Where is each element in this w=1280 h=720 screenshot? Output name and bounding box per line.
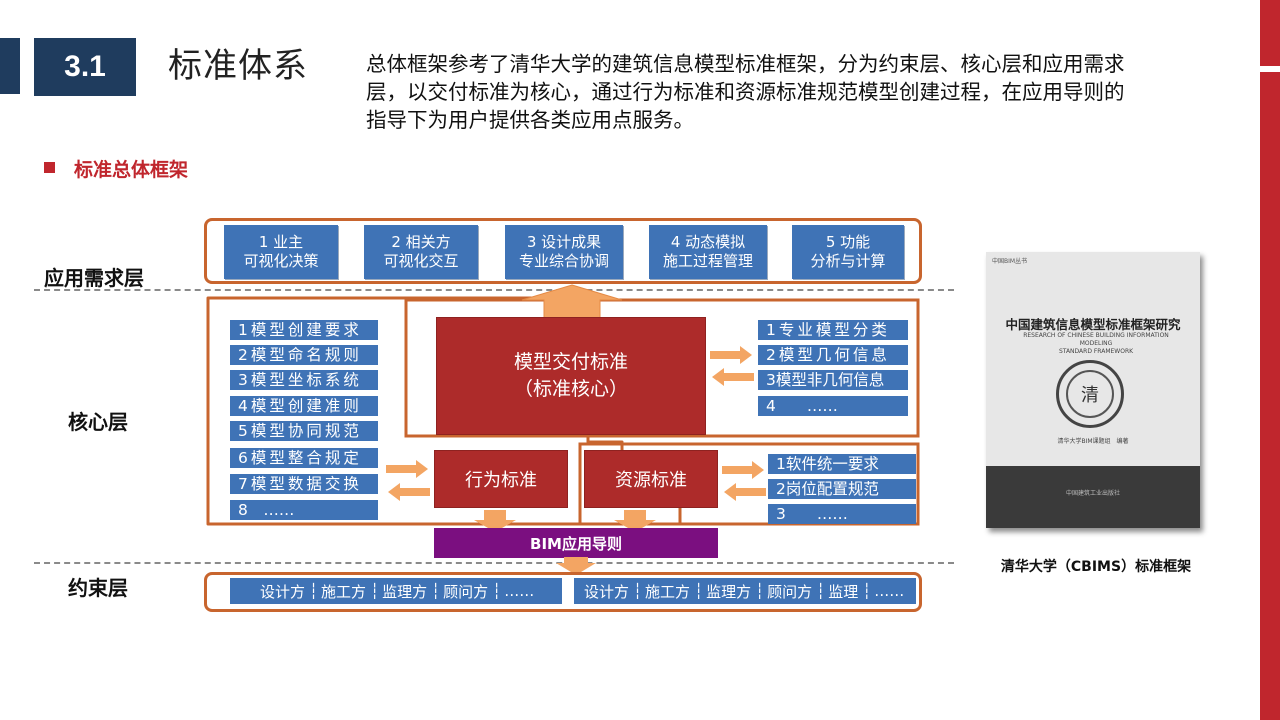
delivery-item: 4 …… <box>758 396 908 416</box>
down-arrow-icon <box>474 510 516 532</box>
left-arrow-icon <box>712 368 754 386</box>
divider-application-core <box>34 289 954 291</box>
right-arrow-icon <box>710 346 752 364</box>
constraint-cell: 顾问方 <box>767 582 813 601</box>
book-author: 清华大学BIM课题组 编著 <box>1057 438 1129 445</box>
intro-paragraph: 总体框架参考了清华大学的建筑信息模型标准框架，分为约束层、核心层和应用需求层，以… <box>366 52 1125 132</box>
application-item: 5 功能 分析与计算 <box>792 225 904 279</box>
behavior-item: 4模型创建准则 <box>230 396 378 416</box>
section-number: 3.1 <box>34 38 136 96</box>
divider-core-constraint <box>34 562 954 564</box>
constraint-cell: 施工方 <box>645 582 691 601</box>
application-item: 2 相关方 可视化交互 <box>364 225 478 279</box>
book-title: 中国建筑信息模型标准框架研究 <box>1005 317 1181 332</box>
delivery-standard-subtitle: （标准核心） <box>513 378 628 400</box>
constraint-bar-left: 设计方┆ 施工方┆ 监理方┆ 顾问方┆ …… <box>230 578 562 604</box>
resource-item: 2岗位配置规范 <box>768 479 916 499</box>
resource-item: 1软件统一要求 <box>768 454 916 474</box>
constraint-cell: …… <box>504 582 535 600</box>
book-subtitle: RESEARCH OF CHINESE BUILDING INFORMATION… <box>1023 332 1169 355</box>
separator: ┆ <box>431 582 440 600</box>
behavior-item: 6模型整合规定 <box>230 448 378 468</box>
separator: ┆ <box>755 582 764 600</box>
layer-label-constraint: 约束层 <box>68 576 128 600</box>
delivery-standard-title: 模型交付标准 <box>513 351 628 373</box>
constraint-cell: 监理方 <box>382 582 428 601</box>
book-series-label: 中国BIM丛书 <box>992 258 1028 265</box>
constraint-cell: 施工方 <box>321 582 367 601</box>
constraint-cell: 监理 <box>828 582 859 601</box>
behavior-item: 7模型数据交换 <box>230 474 378 494</box>
constraint-cell: …… <box>874 582 905 600</box>
separator: ┆ <box>309 582 318 600</box>
separator: ┆ <box>633 582 642 600</box>
book-publisher: 中国建筑工业出版社 <box>1065 490 1120 497</box>
constraint-bar-right: 设计方┆ 施工方┆ 监理方┆ 顾问方┆ 监理┆ …… <box>574 578 916 604</box>
constraint-cell: 设计方 <box>584 582 630 601</box>
right-accent-bar-top <box>1260 0 1280 66</box>
constraint-cell: 监理方 <box>706 582 752 601</box>
application-item: 1 业主 可视化决策 <box>224 225 338 279</box>
left-accent-bar <box>0 38 20 94</box>
application-item: 4 动态模拟 施工过程管理 <box>649 225 767 279</box>
down-arrow-icon <box>556 557 596 575</box>
resource-item: 3 …… <box>768 504 916 524</box>
left-arrow-icon <box>388 483 430 501</box>
left-arrow-icon <box>724 483 766 501</box>
right-arrow-icon <box>722 461 764 479</box>
behavior-item: 8 …… <box>230 500 378 520</box>
separator: ┆ <box>862 582 871 600</box>
section-title: 标准体系 <box>168 46 308 86</box>
behavior-item: 1模型创建要求 <box>230 320 378 340</box>
up-arrow-icon <box>521 284 623 319</box>
square-bullet-icon <box>44 162 55 173</box>
delivery-item: 2模型几何信息 <box>758 345 908 365</box>
delivery-standard-box: 模型交付标准 （标准核心） <box>436 317 706 435</box>
university-seal-icon: 清 <box>1056 360 1124 428</box>
seal-center: 清 <box>1066 370 1114 418</box>
right-accent-bar <box>1260 72 1280 720</box>
book-caption: 清华大学（CBIMS）标准框架 <box>1000 559 1192 575</box>
book-cover-bottom: 中国建筑工业出版社 <box>986 466 1200 528</box>
book-cover-image: 中国BIM丛书 中国建筑信息模型标准框架研究 RESEARCH OF CHINE… <box>986 252 1200 528</box>
right-arrow-icon <box>386 460 428 478</box>
behavior-item: 2模型命名规则 <box>230 345 378 365</box>
layer-label-application: 应用需求层 <box>44 266 144 290</box>
behavior-item: 5模型协同规范 <box>230 421 378 441</box>
delivery-item: 1专业模型分类 <box>758 320 908 340</box>
delivery-item: 3模型非几何信息 <box>758 370 908 390</box>
behavior-item: 3模型坐标系统 <box>230 370 378 390</box>
separator: ┆ <box>816 582 825 600</box>
constraint-cell: 顾问方 <box>443 582 489 601</box>
subheading: 标准总体框架 <box>74 159 189 181</box>
separator: ┆ <box>370 582 379 600</box>
layer-label-core: 核心层 <box>68 410 128 434</box>
resource-standard-box: 资源标准 <box>584 450 718 508</box>
bim-guide-bar: BIM应用导则 <box>434 528 718 558</box>
application-item: 3 设计成果 专业综合协调 <box>505 225 623 279</box>
behavior-standard-box: 行为标准 <box>434 450 568 508</box>
separator: ┆ <box>694 582 703 600</box>
down-arrow-icon <box>614 510 656 532</box>
separator: ┆ <box>492 582 501 600</box>
constraint-cell: 设计方 <box>260 582 306 601</box>
